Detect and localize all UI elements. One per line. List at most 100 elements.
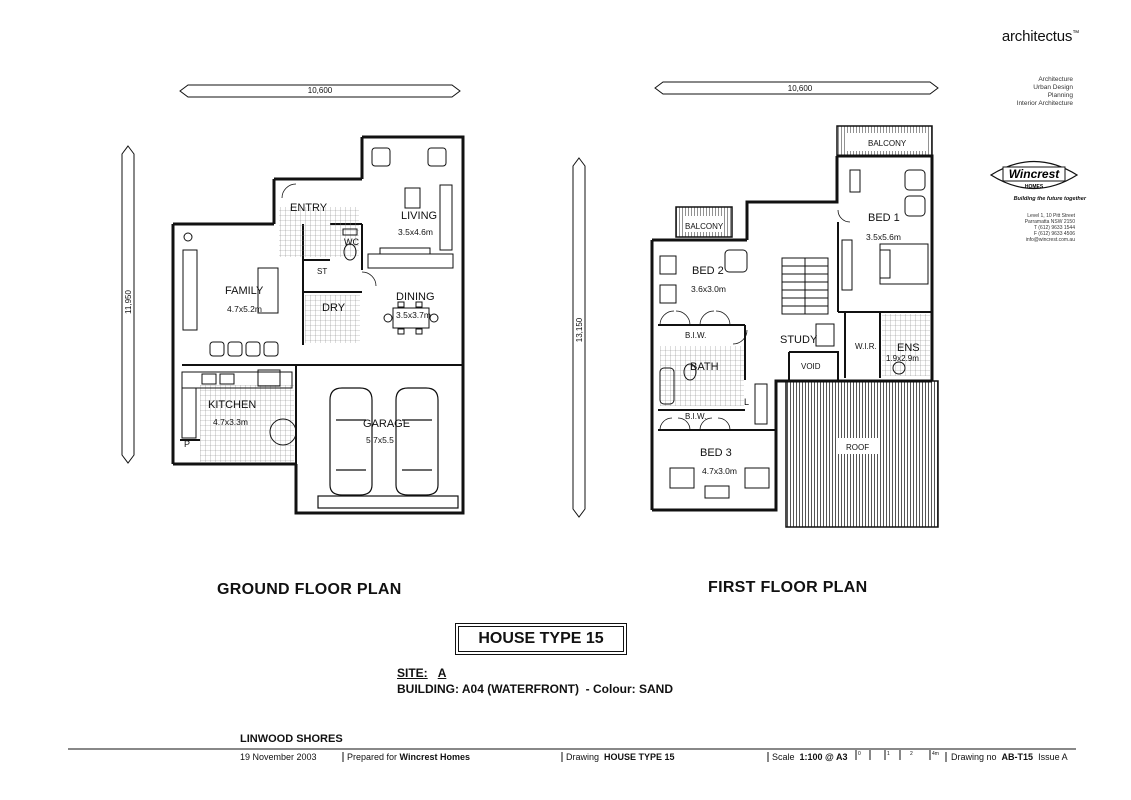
first-width-label: 10,600: [788, 84, 813, 93]
drawing-no-value: AB-T15: [1001, 752, 1034, 762]
architectus-logo: architectus™: [1002, 28, 1079, 45]
logo-address: Level 1, 10 Pitt Street Parramatta NSW 2…: [1025, 213, 1075, 243]
room-linen-label: L: [744, 397, 749, 407]
issue-value: Issue A: [1038, 752, 1068, 762]
house-type-title: HOUSE TYPE 15: [455, 623, 627, 655]
living-furniture: [367, 147, 454, 269]
garage-cars: [317, 387, 459, 509]
room-kitchen-label: KITCHEN: [208, 399, 256, 411]
wincrest-logo: Wincrest HOMES: [989, 160, 1079, 190]
scale-tick: 4m: [932, 751, 939, 757]
brand-text: architectus: [1001, 28, 1073, 45]
first-depth-dimension: 13,150: [572, 157, 586, 518]
prepared-label: Prepared for: [347, 752, 398, 762]
stair: [781, 257, 829, 315]
room-bed2-size: 3.6x3.0m: [691, 284, 726, 294]
room-wc-label: WC: [344, 237, 359, 247]
discipline-item: Planning: [1047, 92, 1073, 99]
room-family-label: FAMILY: [225, 285, 264, 297]
kitchen-tile: [200, 385, 294, 462]
room-entry-label: ENTRY: [290, 202, 328, 214]
drawing-no-label: Drawing no: [951, 752, 997, 762]
titleblock-drawing: Drawing HOUSE TYPE 15: [566, 752, 675, 762]
building-line: BUILDING: A04 (WATERFRONT) - Colour: SAN…: [397, 682, 673, 696]
room-garage-size: 5.7x5.5: [366, 435, 394, 445]
site-value: A: [437, 666, 447, 680]
discipline-item: Architecture: [1038, 76, 1073, 83]
room-family-size: 4.7x5.2m: [227, 304, 262, 314]
biw1-label: B.I.W.: [685, 331, 706, 340]
discipline-item: Interior Architecture: [1016, 100, 1073, 107]
titleblock-drawing-no: Drawing no AB-T15 Issue A: [951, 752, 1068, 762]
room-bed1-label: BED 1: [868, 212, 900, 224]
first-width-dimension: 10,600: [654, 81, 939, 95]
scale-label: Scale: [772, 752, 795, 762]
drawing-value: HOUSE TYPE 15: [604, 752, 675, 762]
room-living-label: LIVING: [401, 210, 437, 222]
room-garage-label: GARAGE: [363, 418, 410, 430]
ground-depth-label: 11,950: [124, 290, 133, 314]
ground-depth-dimension: 11,950: [121, 145, 135, 464]
balcony1-label: BALCONY: [868, 139, 907, 148]
colour-value: - Colour: SAND: [585, 682, 673, 696]
scale-tick: 1: [887, 751, 890, 757]
room-bed3-label: BED 3: [700, 447, 732, 459]
building-value: BUILDING: A04 (WATERFRONT): [397, 682, 579, 696]
ground-floor-title: GROUND FLOOR PLAN: [217, 581, 402, 598]
scale-tick: 0: [858, 751, 861, 757]
ground-width-label: 10,600: [308, 86, 333, 95]
first-depth-label: 13,150: [575, 317, 584, 342]
biw2-label: B.I.W.: [685, 412, 706, 421]
ground-doors: [281, 183, 377, 287]
ground-width-dimension: 10,600: [179, 84, 461, 98]
drawing-label: Drawing: [566, 752, 600, 762]
room-wir-label: W.I.R.: [855, 342, 877, 351]
room-pantry-label: P: [184, 439, 190, 449]
room-bed1-size: 3.5x5.6m: [866, 232, 901, 242]
room-kitchen-size: 4.7x3.3m: [213, 417, 248, 427]
room-living-size: 3.5x4.6m: [398, 227, 433, 237]
ground-floor-walls: [171, 135, 465, 515]
disciplines-list: Architecture Urban Design Planning Inter…: [1017, 76, 1073, 108]
first-floor-title: FIRST FLOOR PLAN: [708, 579, 868, 596]
titleblock-date: 19 November 2003: [240, 752, 317, 762]
room-study-label: STUDY: [780, 334, 818, 346]
logo-name: Wincrest: [1009, 167, 1061, 181]
room-dining-size: 3.5x3.7m: [396, 310, 431, 320]
titleblock-prepared: Prepared for Wincrest Homes: [347, 752, 470, 762]
logo-sub: HOMES: [1025, 184, 1044, 190]
room-dining-label: DINING: [396, 291, 435, 303]
dining-table: [383, 301, 439, 335]
room-bed3-size: 4.7x3.0m: [702, 466, 737, 476]
project-name: LINWOOD SHORES: [240, 733, 343, 745]
room-ens-label: ENS: [897, 342, 920, 354]
ensuite-tile: [882, 314, 930, 376]
prepared-value: Wincrest Homes: [399, 752, 470, 762]
entry-tile: [279, 207, 359, 257]
roof-label: ROOF: [846, 443, 869, 452]
address-line: Parramatta NSW 2150: [1024, 219, 1075, 225]
first-floor-walls: [650, 154, 934, 512]
dry-tile: [305, 295, 360, 343]
address-line: F (612) 9633 4506: [1033, 231, 1075, 237]
room-dry-label: DRY: [322, 302, 346, 314]
site-label: SITE:: [397, 666, 428, 680]
first-floor-interior-walls: [658, 222, 932, 431]
kitchen-furniture: [181, 369, 297, 446]
address-line: Level 1, 10 Pitt Street: [1027, 213, 1075, 219]
title-block-lines: [68, 748, 1076, 762]
discipline-item: Urban Design: [1033, 84, 1073, 91]
room-bath-label: BATH: [690, 361, 719, 373]
address-line: info@wincrest.com.au: [1025, 237, 1075, 243]
titleblock-scale: Scale 1:100 @ A3: [772, 752, 848, 762]
bath-tile: [660, 346, 744, 406]
room-ens-size: 1.9x2.9m: [886, 354, 919, 363]
scale-tick: 2: [910, 751, 913, 757]
room-void-label: VOID: [801, 362, 821, 371]
first-floor-furniture: [659, 169, 929, 499]
scale-value: 1:100 @ A3: [799, 752, 848, 762]
site-line: SITE: A: [397, 666, 446, 680]
logo-tagline: Building the future together: [1013, 196, 1086, 202]
family-furniture: [182, 232, 279, 357]
